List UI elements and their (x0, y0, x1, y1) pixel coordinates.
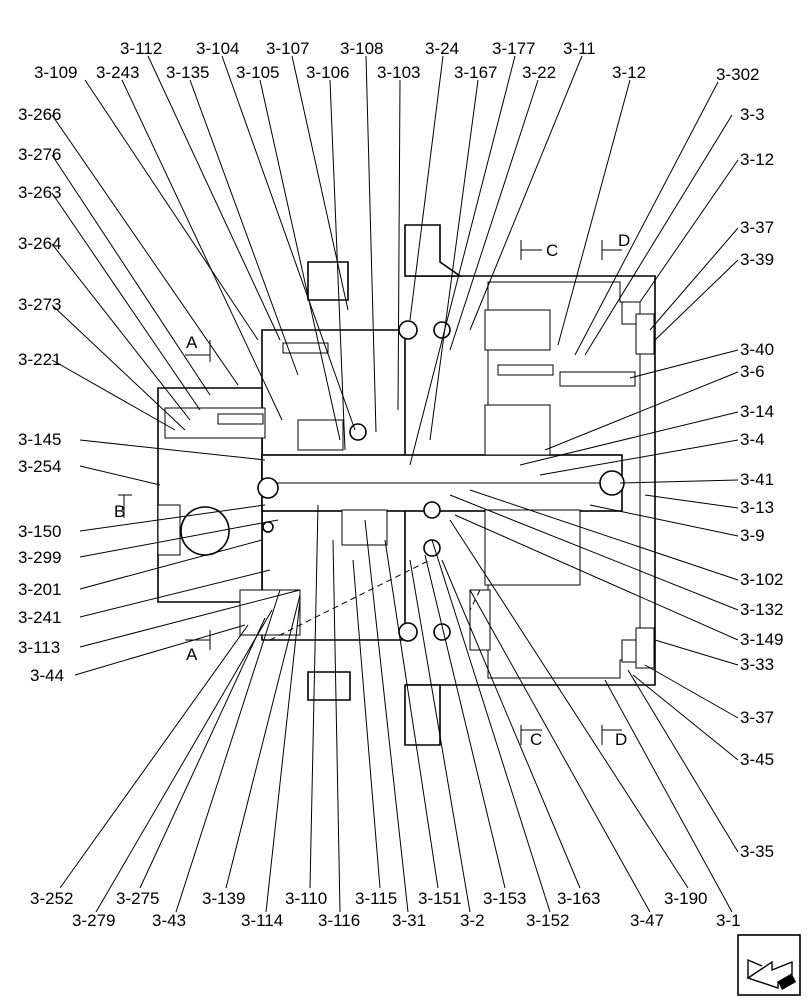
part-label: 3-102 (740, 570, 783, 589)
part-label: 3-11 (563, 39, 596, 58)
part-label: 3-201 (18, 580, 61, 599)
part-label: 3-116 (318, 911, 360, 930)
part-label: 3-115 (355, 889, 397, 908)
part-label: 3-22 (522, 63, 556, 82)
part-labels-top-row-1: 3-112 3-104 3-107 3-108 3-24 3-177 3-11 (120, 39, 596, 58)
part-label: 3-106 (306, 63, 349, 82)
part-label: 3-44 (30, 666, 64, 685)
part-label: 3-45 (740, 750, 774, 769)
leader-lines (51, 55, 739, 913)
part-label: 3-3 (740, 105, 765, 124)
part-label: 3-276 (18, 145, 61, 164)
part-label: 3-12 (740, 150, 774, 169)
section-mark-a-top: A (186, 333, 198, 352)
part-label: 3-177 (492, 39, 535, 58)
part-label: 3-2 (460, 911, 485, 930)
section-mark-c-top: C (546, 241, 558, 260)
part-label: 3-135 (166, 63, 209, 82)
part-label: 3-9 (740, 526, 765, 545)
part-label: 3-112 (120, 39, 162, 58)
part-label: 3-110 (285, 889, 327, 908)
section-mark-b: B (114, 502, 125, 521)
part-label: 3-151 (418, 889, 461, 908)
part-label: 3-105 (236, 63, 279, 82)
motor-housing-drawing (157, 224, 656, 746)
part-label: 3-266 (18, 105, 61, 124)
part-label: 3-113 (18, 638, 60, 657)
part-label: 3-264 (18, 234, 61, 253)
part-label: 3-150 (18, 522, 61, 541)
part-label: 3-14 (740, 402, 774, 421)
part-label: 3-299 (18, 548, 61, 567)
part-labels-bottom-row-1: 3-252 3-275 3-139 3-110 3-115 3-151 3-15… (30, 889, 707, 908)
part-label: 3-37 (740, 708, 774, 727)
part-label: 3-167 (454, 63, 497, 82)
section-mark-a-bottom: A (186, 645, 198, 664)
part-label: 3-132 (740, 600, 783, 619)
part-label: 3-252 (30, 889, 73, 908)
part-labels-right: 3-3 3-12 3-37 3-39 3-40 3-6 3-14 3-4 3-4… (740, 105, 783, 861)
part-label: 3-40 (740, 340, 774, 359)
part-label: 3-13 (740, 498, 774, 517)
part-label: 3-104 (196, 39, 239, 58)
part-labels-top-row-2: 3-109 3-243 3-135 3-105 3-106 3-103 3-16… (34, 63, 759, 84)
section-marks: A A B C C D D (114, 231, 630, 749)
section-mark-d-top: D (618, 231, 630, 250)
part-label: 3-39 (740, 250, 774, 269)
part-label: 3-243 (96, 63, 139, 82)
part-label: 3-254 (18, 457, 61, 476)
part-label: 3-12 (612, 63, 646, 82)
part-label: 3-43 (152, 911, 186, 930)
part-label: 3-273 (18, 295, 61, 314)
part-label: 3-31 (392, 911, 426, 930)
part-label: 3-37 (740, 218, 774, 237)
part-label: 3-41 (740, 470, 774, 489)
part-label: 3-4 (740, 430, 765, 449)
part-label: 3-109 (34, 63, 77, 82)
part-label: 3-35 (740, 842, 774, 861)
part-label: 3-47 (630, 911, 664, 930)
part-label: 3-221 (18, 350, 61, 369)
part-label: 3-139 (202, 889, 245, 908)
part-label: 3-114 (241, 911, 283, 930)
part-labels-bottom-row-2: 3-279 3-43 3-114 3-116 3-31 3-2 3-152 3-… (72, 911, 741, 930)
part-label: 3-33 (740, 655, 774, 674)
part-label: 3-145 (18, 430, 61, 449)
part-label: 3-241 (18, 608, 61, 627)
part-label: 3-275 (116, 889, 159, 908)
section-mark-d-bottom: D (615, 730, 627, 749)
next-page-arrow-icon[interactable] (737, 934, 801, 996)
part-label: 3-279 (72, 911, 115, 930)
part-label: 3-163 (557, 889, 600, 908)
part-label: 3-108 (340, 39, 383, 58)
part-label: 3-152 (526, 911, 569, 930)
part-label: 3-1 (716, 911, 741, 930)
part-label: 3-190 (664, 889, 707, 908)
part-label: 3-263 (18, 183, 61, 202)
part-label: 3-103 (377, 63, 420, 82)
part-label: 3-107 (266, 39, 309, 58)
section-mark-c-bottom: C (530, 730, 542, 749)
part-labels-left: 3-266 3-276 3-263 3-264 3-273 3-221 3-14… (18, 105, 64, 685)
part-label: 3-153 (483, 889, 526, 908)
part-label: 3-24 (425, 39, 459, 58)
part-label: 3-302 (716, 65, 759, 84)
part-label: 3-6 (740, 362, 765, 381)
part-label: 3-149 (740, 630, 783, 649)
